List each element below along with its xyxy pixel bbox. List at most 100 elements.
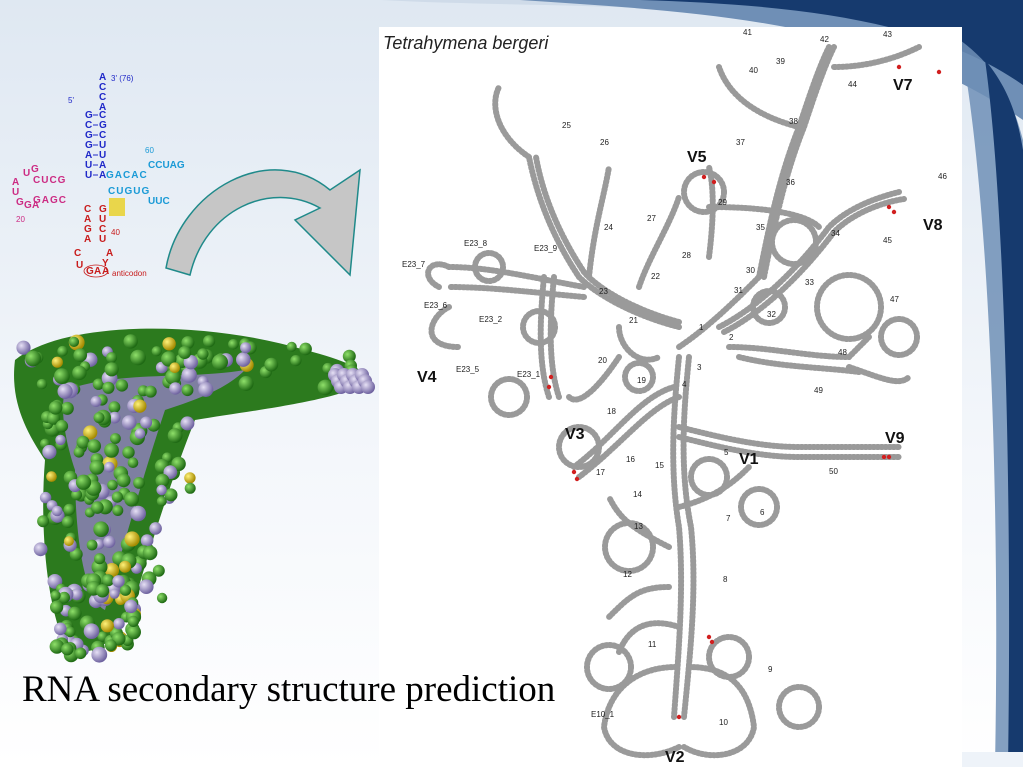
position-60: 60	[145, 146, 154, 155]
highlighted-nucleotide	[886, 204, 892, 210]
svg-text:Y: Y	[102, 258, 109, 269]
atom-sphere	[51, 505, 63, 517]
helix-number: 32	[767, 310, 776, 319]
highlighted-nucleotide	[548, 374, 554, 380]
atom-sphere	[197, 348, 209, 360]
atom-sphere	[100, 619, 114, 633]
rna-loop	[769, 217, 819, 267]
atom-sphere	[93, 412, 105, 424]
t-loop: CCUAG	[148, 160, 185, 171]
acceptor-stem-left: A C C A G C G G A U U	[85, 72, 106, 181]
atom-sphere	[86, 539, 98, 551]
atom-sphere	[54, 622, 67, 636]
helix-number: 30	[746, 266, 755, 275]
atom-sphere	[123, 334, 138, 349]
atom-sphere	[39, 491, 52, 504]
atom-sphere	[130, 505, 146, 522]
atom-sphere	[67, 606, 82, 621]
atom-sphere	[169, 382, 182, 395]
atom-sphere	[122, 446, 135, 459]
atom-sphere	[115, 379, 129, 392]
d-loop: U G A U G G A	[12, 164, 39, 211]
svg-text:U: U	[99, 140, 106, 151]
rna-strand	[606, 584, 672, 620]
extension-helix-label: E10_1	[591, 710, 615, 719]
helix-number: 46	[938, 172, 947, 181]
atom-sphere	[264, 357, 279, 372]
rna-loop	[584, 642, 634, 692]
atom-sphere	[94, 553, 106, 565]
highlighted-nucleotide	[571, 469, 577, 475]
svg-text:G: G	[86, 266, 94, 277]
rna-strand	[586, 164, 612, 280]
atom-sphere	[127, 457, 139, 468]
atom-sphere	[42, 444, 57, 460]
helix-number: 28	[682, 251, 691, 260]
helix-number: 45	[883, 236, 892, 245]
domain-label-v7: V7	[893, 77, 913, 94]
rna-strand	[846, 364, 912, 385]
species-title: Tetrahymena bergeri	[383, 33, 549, 53]
atom-sphere	[112, 575, 125, 588]
curved-arrow	[165, 168, 361, 277]
helix-number: 11	[648, 640, 657, 649]
atom-sphere	[112, 505, 124, 516]
svg-text:A: A	[94, 266, 101, 277]
atom-sphere	[57, 345, 68, 357]
atom-sphere	[149, 522, 162, 535]
atom-sphere	[76, 435, 90, 449]
atom-sphere	[104, 461, 115, 473]
atom-sphere	[73, 446, 85, 458]
atom-sphere	[134, 428, 146, 439]
svg-text:C: C	[84, 204, 91, 215]
atom-sphere	[178, 346, 192, 359]
svg-text:C: C	[99, 130, 106, 141]
atom-sphere	[183, 355, 198, 370]
helix-number: 21	[629, 316, 638, 325]
rna-loop	[520, 308, 558, 346]
atom-sphere	[165, 369, 181, 385]
helix-number: 12	[623, 570, 632, 579]
rna-strand	[446, 264, 587, 290]
highlighted-nucleotide	[711, 179, 717, 185]
rna-strand	[670, 354, 685, 720]
atom-sphere	[299, 342, 312, 356]
atom-sphere	[51, 356, 63, 368]
atom-sphere	[144, 385, 157, 398]
helix-number: 50	[829, 467, 838, 476]
helix-number: 43	[883, 30, 892, 39]
t-arm-upper: GACAC	[106, 170, 148, 181]
svg-text:C: C	[99, 92, 106, 103]
atom-sphere	[91, 646, 108, 663]
extension-helix-label: E23_1	[517, 370, 541, 379]
helix-number: 7	[726, 514, 731, 523]
helix-number: 22	[651, 272, 660, 281]
atom-sphere	[109, 588, 120, 599]
atom-sphere	[46, 411, 61, 425]
helix-number: 6	[760, 508, 765, 517]
helix-number: 9	[768, 665, 773, 674]
atom-sphere	[113, 618, 125, 630]
position-20: 20	[16, 215, 25, 224]
atom-sphere	[104, 639, 117, 652]
anticodon-stem: C A G A G U C U	[84, 204, 107, 245]
svg-text:U: U	[99, 150, 106, 161]
highlighted-nucleotide	[891, 209, 897, 215]
atom-sphere	[60, 401, 74, 415]
atom-sphere	[124, 491, 139, 507]
rna-strand	[533, 154, 682, 325]
rna-strand	[736, 354, 862, 375]
helix-number: 4	[682, 380, 687, 389]
atom-sphere	[198, 382, 214, 397]
atom-sphere	[164, 488, 178, 502]
domain-label-v9: V9	[885, 430, 905, 447]
rna-strand	[492, 84, 532, 160]
atom-sphere	[152, 564, 165, 577]
atom-sphere	[181, 384, 194, 397]
atom-sphere	[156, 484, 167, 496]
atom-sphere	[167, 428, 183, 443]
highlighted-nucleotide	[706, 634, 712, 640]
helix-number: 10	[719, 718, 728, 727]
atom-sphere	[184, 482, 196, 494]
highlighted-nucleotide	[896, 64, 902, 70]
